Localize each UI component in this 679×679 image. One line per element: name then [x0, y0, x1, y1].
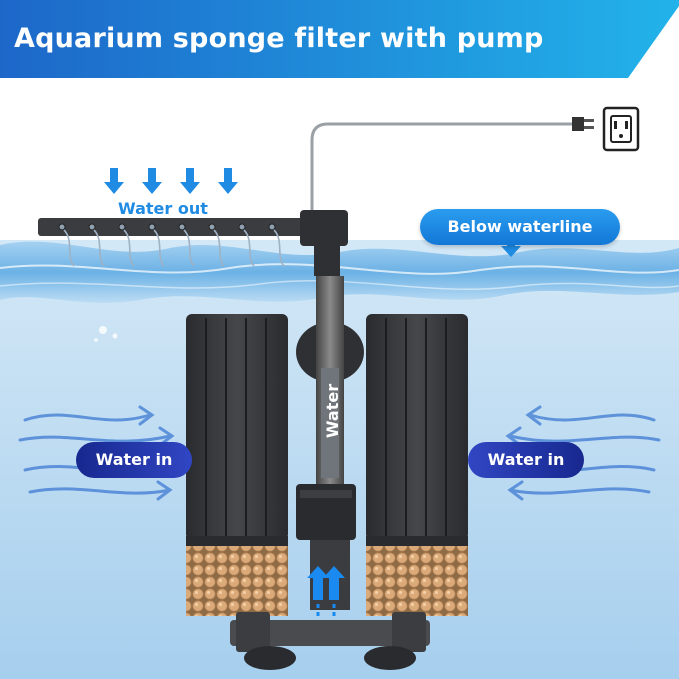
water-out-label: Water out — [118, 199, 208, 218]
water-in-right-badge: Water in — [468, 442, 584, 478]
title-banner: Aquarium sponge filter with pump — [0, 0, 679, 80]
up-arrow-icon — [307, 566, 345, 600]
base-manifold — [230, 612, 430, 670]
water-in-left-badge: Water in — [76, 442, 192, 478]
power-cord — [310, 122, 578, 220]
plug-icon — [572, 117, 594, 131]
power-outlet-icon — [602, 106, 640, 152]
outflow-pipe — [38, 210, 348, 276]
below-waterline-badge: Below waterline — [420, 209, 620, 245]
right-sponge — [366, 314, 468, 616]
water-tube-label: Water — [323, 383, 342, 439]
banner-shape — [0, 0, 679, 78]
page-title: Aquarium sponge filter with pump — [14, 23, 544, 54]
down-arrow-icon — [501, 238, 521, 257]
down-arrow-icon — [104, 168, 238, 194]
left-sponge — [186, 314, 288, 616]
